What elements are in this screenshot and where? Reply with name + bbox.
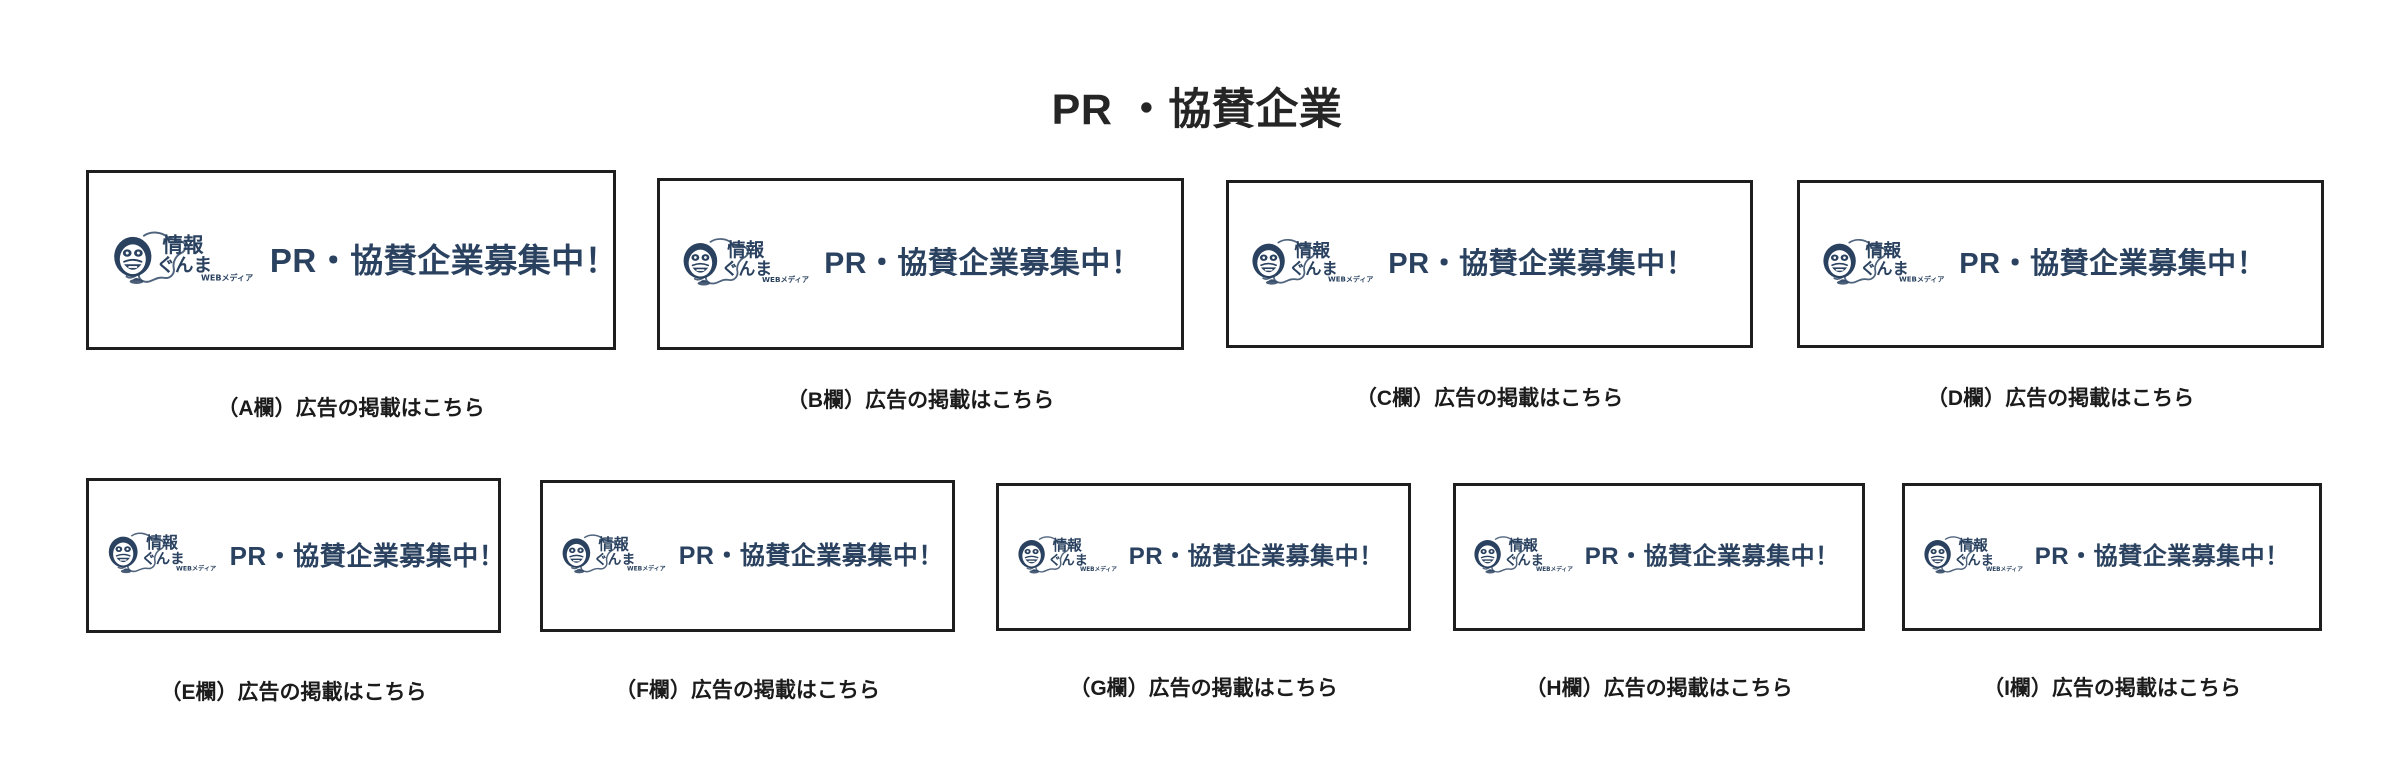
banner-headline: PR・協賛企業募集中！ bbox=[1584, 543, 1840, 570]
svg-text:WEBメディア: WEBメディア bbox=[762, 275, 809, 284]
svg-text:WEBメディア: WEBメディア bbox=[627, 564, 666, 572]
banner-headline: PR・協賛企業募集中！ bbox=[1959, 247, 2267, 280]
banner-cell-g: 情報 ぐんま WEBメディア PR・協賛企業募集中！ （G欄）広告の掲載はこちら bbox=[996, 478, 1411, 706]
svg-text:情報: 情報 bbox=[163, 232, 204, 256]
banner-headline: PR・協賛企業募集中！ bbox=[2034, 543, 2290, 570]
svg-text:WEBメディア: WEBメディア bbox=[176, 564, 216, 572]
svg-text:情報: 情報 bbox=[1866, 239, 1902, 261]
banner-caption-d[interactable]: （D欄）広告の掲載はこちら bbox=[1926, 387, 2195, 410]
svg-text:情報: 情報 bbox=[598, 535, 629, 553]
banner-cell-h: 情報 ぐんま WEBメディア PR・協賛企業募集中！ （H欄）広告の掲載はこちら bbox=[1453, 478, 1865, 706]
daruma-logo-svg: 情報 ぐんま WEBメディア bbox=[1252, 238, 1373, 285]
johogunma-daruma-logo: 情報 ぐんま WEBメディア bbox=[558, 531, 671, 582]
pr-banner-link-d[interactable]: 情報 ぐんま WEBメディア PR・協賛企業募集中！ bbox=[1797, 180, 2324, 348]
banner-caption-e[interactable]: （E欄）広告の掲載はこちら bbox=[160, 681, 427, 704]
pr-banner-link-e[interactable]: 情報 ぐんま WEBメディア PR・協賛企業募集中！ bbox=[86, 478, 501, 633]
svg-text:ぐんま: ぐんま bbox=[1289, 258, 1338, 277]
pr-banner-link-i[interactable]: 情報 ぐんま WEBメディア PR・協賛企業募集中！ bbox=[1902, 483, 2322, 631]
pr-banner-link-h[interactable]: 情報 ぐんま WEBメディア PR・協賛企業募集中！ bbox=[1453, 483, 1865, 631]
svg-text:ぐんま: ぐんま bbox=[1504, 552, 1544, 568]
pr-banner-link-c[interactable]: 情報 ぐんま WEBメディア PR・協賛企業募集中！ bbox=[1226, 180, 1753, 348]
banner-headline: PR・協賛企業募集中！ bbox=[824, 247, 1142, 280]
banner-inner: 情報 ぐんま WEBメディア PR・協賛企業募集中！ bbox=[1905, 533, 2290, 582]
svg-text:情報: 情報 bbox=[1509, 536, 1538, 554]
banner-caption-h[interactable]: （H欄）広告の掲載はこちら bbox=[1525, 677, 1793, 700]
svg-text:情報: 情報 bbox=[146, 533, 178, 552]
banner-inner: 情報 ぐんま WEBメディア PR・協賛企業募集中！ bbox=[543, 531, 944, 582]
svg-text:ぐんま: ぐんま bbox=[594, 552, 635, 568]
svg-text:情報: 情報 bbox=[1295, 239, 1331, 261]
pr-banner-link-b[interactable]: 情報 ぐんま WEBメディア PR・協賛企業募集中！ bbox=[657, 178, 1184, 350]
svg-text:WEBメディア: WEBメディア bbox=[1328, 274, 1373, 283]
banner-inner: 情報 ぐんま WEBメディア PR・協賛企業募集中！ bbox=[89, 227, 616, 294]
svg-text:WEBメディア: WEBメディア bbox=[1536, 564, 1573, 572]
banner-caption-c[interactable]: （C欄）広告の掲載はこちら bbox=[1355, 387, 1624, 410]
daruma-logo-svg: 情報 ぐんま WEBメディア bbox=[114, 231, 253, 284]
svg-text:WEBメディア: WEBメディア bbox=[1899, 274, 1944, 283]
banner-cell-a: 情報 ぐんま WEBメディア PR・協賛企業募集中！ （A欄）広告の掲載はこちら bbox=[86, 170, 616, 430]
banner-headline: PR・協賛企業募集中！ bbox=[229, 540, 501, 571]
banner-caption-b[interactable]: （B欄）広告の掲載はこちら bbox=[786, 389, 1055, 412]
banner-inner: 情報 ぐんま WEBメディア PR・協賛企業募集中！ bbox=[1800, 235, 2266, 294]
banner-caption-a[interactable]: （A欄）広告の掲載はこちら bbox=[217, 397, 485, 420]
banner-caption-g[interactable]: （G欄）広告の掲載はこちら bbox=[1069, 677, 1338, 700]
banner-headline: PR・協賛企業募集中！ bbox=[1128, 543, 1384, 570]
banner-caption-f[interactable]: （F欄）広告の掲載はこちら bbox=[615, 679, 880, 702]
johogunma-daruma-logo: 情報 ぐんま WEBメディア bbox=[104, 529, 222, 582]
banner-inner: 情報 ぐんま WEBメディア PR・協賛企業募集中！ bbox=[999, 533, 1384, 582]
svg-text:WEBメディア: WEBメディア bbox=[1986, 564, 2023, 572]
svg-text:WEBメディア: WEBメディア bbox=[1080, 564, 1117, 572]
johogunma-daruma-logo: 情報 ぐんま WEBメディア bbox=[1818, 235, 1950, 294]
svg-text:情報: 情報 bbox=[727, 239, 764, 261]
banner-headline: PR・協賛企業募集中！ bbox=[269, 241, 616, 279]
svg-text:ぐんま: ぐんま bbox=[1048, 552, 1088, 568]
svg-text:ぐんま: ぐんま bbox=[1954, 552, 1994, 568]
svg-text:ぐんま: ぐんま bbox=[141, 551, 184, 568]
johogunma-daruma-logo: 情報 ぐんま WEBメディア bbox=[1014, 533, 1122, 582]
page-title: PR ・協賛企業 bbox=[1051, 85, 1343, 134]
johogunma-daruma-logo: 情報 ぐんま WEBメディア bbox=[678, 234, 815, 295]
johogunma-daruma-logo: 情報 ぐんま WEBメディア bbox=[1920, 533, 2028, 582]
svg-text:ぐんま: ぐんま bbox=[156, 255, 212, 276]
banner-inner: 情報 ぐんま WEBメディア PR・協賛企業募集中！ bbox=[660, 234, 1141, 295]
daruma-logo-svg: 情報 ぐんま WEBメディア bbox=[108, 532, 216, 574]
daruma-logo-svg: 情報 ぐんま WEBメディア bbox=[1924, 535, 2023, 573]
svg-text:情報: 情報 bbox=[1053, 536, 1082, 554]
banner-inner: 情報 ぐんま WEBメディア PR・協賛企業募集中！ bbox=[1456, 533, 1840, 582]
daruma-logo-svg: 情報 ぐんま WEBメディア bbox=[562, 533, 666, 573]
svg-text:ぐんま: ぐんま bbox=[1860, 258, 1909, 277]
banner-cell-b: 情報 ぐんま WEBメディア PR・協賛企業募集中！ （B欄）広告の掲載はこちら bbox=[657, 170, 1184, 422]
johogunma-daruma-logo: 情報 ぐんま WEBメディア bbox=[1470, 533, 1578, 582]
daruma-logo-svg: 情報 ぐんま WEBメディア bbox=[1823, 238, 1944, 285]
banner-cell-d: 情報 ぐんま WEBメディア PR・協賛企業募集中！ （D欄）広告の掲載はこちら bbox=[1797, 170, 2324, 418]
johogunma-daruma-logo: 情報 ぐんま WEBメディア bbox=[108, 227, 260, 294]
banner-inner: 情報 ぐんま WEBメディア PR・協賛企業募集中！ bbox=[89, 529, 501, 582]
banner-headline: PR・協賛企業募集中！ bbox=[678, 541, 944, 570]
daruma-logo-svg: 情報 ぐんま WEBメディア bbox=[683, 237, 809, 286]
svg-text:ぐんま: ぐんま bbox=[722, 258, 772, 278]
pr-banner-link-f[interactable]: 情報 ぐんま WEBメディア PR・協賛企業募集中！ bbox=[540, 480, 955, 632]
banner-cell-c: 情報 ぐんま WEBメディア PR・協賛企業募集中！ （C欄）広告の掲載はこちら bbox=[1226, 170, 1753, 418]
banner-caption-i[interactable]: （I欄）広告の掲載はこちら bbox=[1983, 677, 2241, 700]
svg-text:WEBメディア: WEBメディア bbox=[201, 272, 253, 282]
pr-banner-link-g[interactable]: 情報 ぐんま WEBメディア PR・協賛企業募集中！ bbox=[996, 483, 1411, 631]
pr-banner-link-a[interactable]: 情報 ぐんま WEBメディア PR・協賛企業募集中！ bbox=[86, 170, 616, 350]
banner-headline: PR・協賛企業募集中！ bbox=[1388, 247, 1696, 280]
daruma-logo-svg: 情報 ぐんま WEBメディア bbox=[1474, 535, 1573, 573]
daruma-logo-svg: 情報 ぐんま WEBメディア bbox=[1018, 535, 1117, 573]
banner-inner: 情報 ぐんま WEBメディア PR・協賛企業募集中！ bbox=[1229, 235, 1695, 294]
johogunma-daruma-logo: 情報 ぐんま WEBメディア bbox=[1247, 235, 1379, 294]
svg-text:情報: 情報 bbox=[1959, 536, 1988, 554]
banner-cell-i: 情報 ぐんま WEBメディア PR・協賛企業募集中！ （I欄）広告の掲載はこちら bbox=[1902, 478, 2322, 706]
banner-cell-f: 情報 ぐんま WEBメディア PR・協賛企業募集中！ （F欄）広告の掲載はこちら bbox=[540, 478, 955, 710]
banner-cell-e: 情報 ぐんま WEBメディア PR・協賛企業募集中！ （E欄）広告の掲載はこちら bbox=[86, 478, 501, 713]
